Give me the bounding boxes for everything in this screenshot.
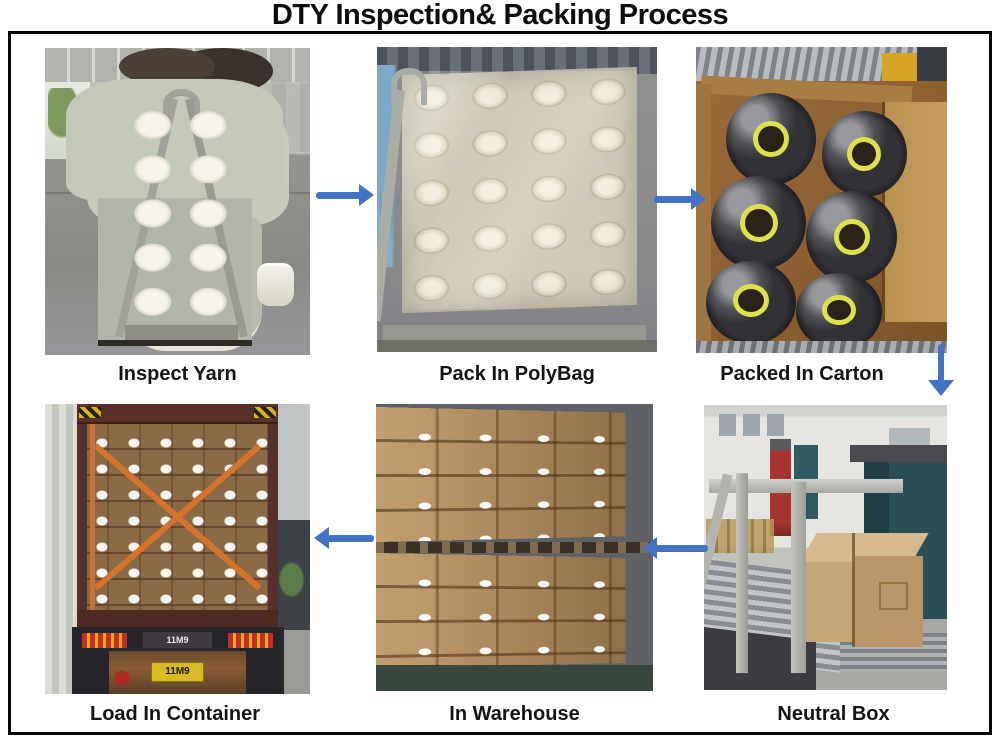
caption-in-warehouse: In Warehouse <box>449 703 580 725</box>
arrow-left-icon <box>642 537 708 559</box>
caption-load-in-container: Load In Container <box>90 703 260 725</box>
caption-pack-in-polybag: Pack In PolyBag <box>439 363 595 385</box>
photo-inspect-yarn <box>45 48 310 355</box>
photo-load-in-container: 11M9 11M9 <box>45 404 310 694</box>
rack-handle <box>391 68 428 105</box>
reflector-strip <box>82 633 128 648</box>
hazard-stripe <box>79 406 101 419</box>
pallet-gap <box>376 541 653 554</box>
caption-inspect-yarn: Inspect Yarn <box>118 363 237 385</box>
black-yarn-bobbin <box>806 190 897 283</box>
floor-shadow <box>377 339 657 352</box>
plastic-sheen <box>402 71 638 310</box>
tail-light <box>113 670 130 686</box>
yellow-machine-part <box>881 53 917 81</box>
border-frame <box>8 31 992 735</box>
carton-strap <box>852 533 856 648</box>
caption-packed-in-carton: Packed In Carton <box>720 363 884 385</box>
arrow-right-icon <box>316 184 374 206</box>
photo-packed-in-carton <box>696 47 947 353</box>
reflector-strip <box>227 633 273 648</box>
hazard-stripe <box>254 406 276 419</box>
neutral-carton-side <box>854 556 923 648</box>
black-yarn-bobbin <box>726 92 817 185</box>
strapping-frame-post <box>735 473 748 673</box>
lashing-strap-vertical <box>90 424 96 610</box>
black-yarn-bobbin <box>796 273 882 350</box>
container-pillar-right <box>267 424 279 610</box>
floor-yarn-bobbin <box>257 262 295 306</box>
license-plate: 11M9 <box>151 662 204 683</box>
photo-in-warehouse <box>376 404 653 691</box>
arrow-down-icon <box>928 344 954 398</box>
rack-base <box>382 324 646 340</box>
container-pillar-left <box>76 424 88 610</box>
bumper-plate: 11M9 <box>143 631 212 648</box>
container-bottom-beam <box>76 609 279 628</box>
dark-machine-part <box>916 47 947 87</box>
roller-conveyor-bottom <box>696 340 947 353</box>
white-yarn-bobbins <box>124 103 236 325</box>
arrow-right-icon <box>654 188 706 210</box>
container-top-beam <box>76 404 279 425</box>
sky <box>272 404 310 538</box>
strapping-frame-beam <box>708 479 904 494</box>
photo-neutral-box <box>704 405 947 690</box>
black-yarn-bobbin <box>711 175 807 271</box>
arrow-left-icon <box>314 527 374 549</box>
machine-top <box>849 444 947 462</box>
warehouse-floor <box>376 665 653 691</box>
black-yarn-bobbin <box>821 111 907 197</box>
caption-neutral-box: Neutral Box <box>777 703 890 725</box>
carton-panel-outline <box>878 581 909 611</box>
carton-edge-left <box>696 83 712 347</box>
window <box>742 413 760 437</box>
window <box>767 413 785 437</box>
tree <box>275 557 308 602</box>
page-title: DTY Inspection& Packing Process <box>271 0 729 31</box>
photo-pack-in-polybag <box>377 47 657 352</box>
window <box>718 413 736 437</box>
carton-stack-upper <box>376 406 626 542</box>
strapping-frame-post <box>791 481 807 673</box>
black-yarn-bobbin <box>706 261 797 344</box>
carton-stack-lower <box>376 553 626 669</box>
